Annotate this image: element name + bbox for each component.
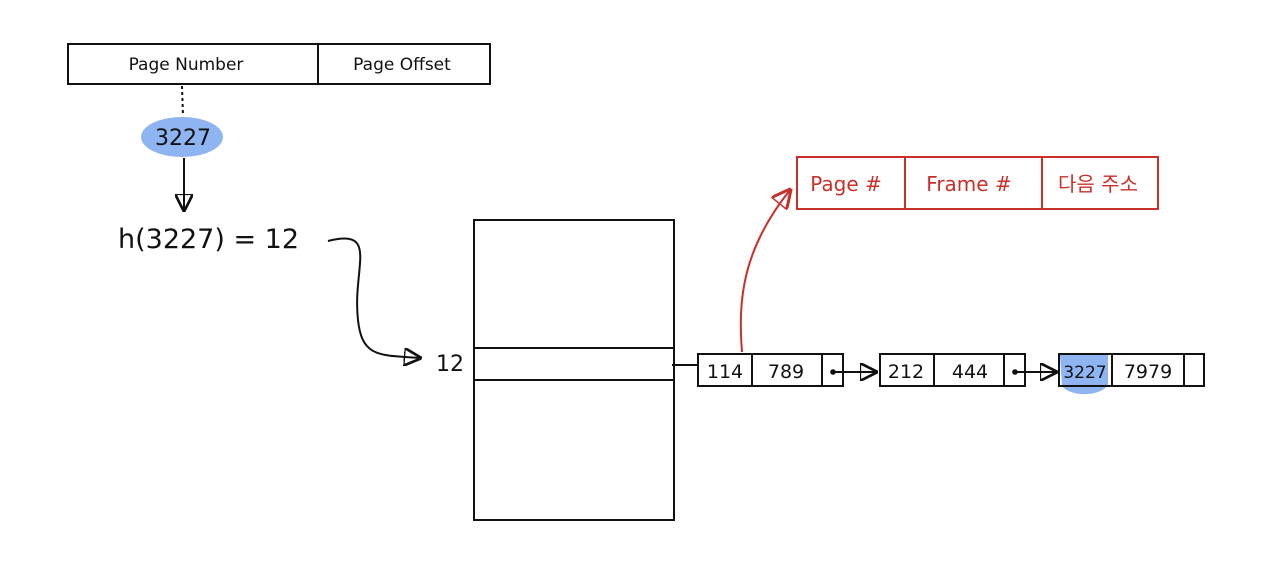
chain-node-1-frame: 789 [768, 361, 804, 383]
extracted-page-number-text: 3227 [155, 126, 211, 151]
entry-page-label: Page # [810, 172, 882, 196]
chain-node-3-frame: 7979 [1124, 361, 1172, 383]
page-offset-label: Page Offset [353, 55, 451, 75]
chain-node-1-page: 114 [707, 361, 743, 383]
chain-node-1: 114 789 [697, 353, 844, 387]
chain-node-3-highlight [1060, 355, 1108, 395]
chain-node-2-page: 212 [888, 361, 924, 383]
entry-next-label: 다음 주소 [1058, 172, 1138, 196]
entry-frame-label: Frame # [926, 172, 1011, 196]
hash-expression: h(3227) = 12 [118, 224, 299, 255]
chain-node-2-frame: 444 [952, 361, 988, 383]
hash-index-label: 12 [436, 352, 464, 377]
dotted-connector [181, 85, 184, 117]
hash-table [473, 219, 675, 521]
red-arrow-to-entry-format [739, 190, 790, 353]
extracted-page-number: 3227 [141, 117, 223, 157]
virtual-address-box: Page Number Page Offset [67, 43, 491, 85]
arrow-to-table-index [327, 237, 420, 358]
chain-node-1-pointer-dot [830, 369, 836, 375]
chain-node-3: 3227 7979 [1058, 353, 1205, 395]
entry-format-box: Page # Frame # 다음 주소 [796, 156, 1159, 210]
chain-node-3-page: 3227 [1063, 363, 1106, 383]
page-number-label: Page Number [129, 55, 244, 75]
chain-node-2: 212 444 [879, 353, 1026, 387]
chain-node-2-pointer-dot [1012, 369, 1018, 375]
